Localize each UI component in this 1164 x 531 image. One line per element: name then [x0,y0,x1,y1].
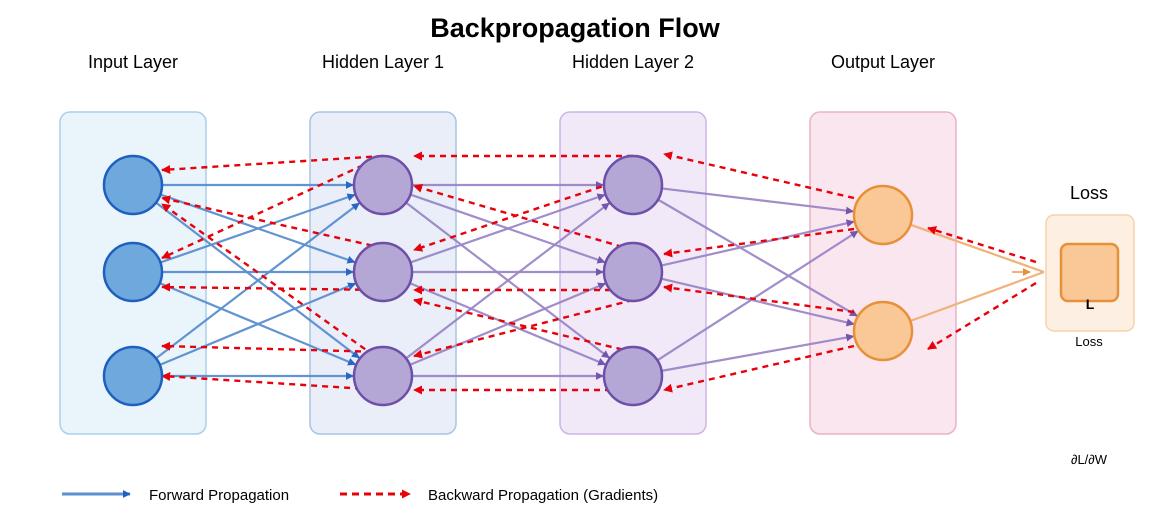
layer-label-output: Output Layer [831,52,935,72]
forward-edge-hidden2-2-to-output-0 [656,230,859,362]
forward-edge-hidden2-0-to-output-0 [661,187,855,215]
forward-edge-input-1-to-hidden1-0 [160,193,356,264]
neuron-input-3 [102,345,164,407]
backward-edge-6 [161,341,384,354]
loss-caption: Loss [1075,334,1103,349]
loss-block: Loss L Loss [1045,183,1135,349]
backward-edge-4 [161,203,384,363]
backward-edge-12 [413,297,634,354]
backward-edge-1 [161,154,384,260]
loss-title: Loss [1070,183,1108,203]
loss-symbol: L [1086,296,1095,312]
backward-edge-11 [413,183,634,252]
forward-edge-input-2-to-hidden1-1 [159,282,357,366]
neuron-output-1 [852,184,914,246]
layer-label-hidden1: Hidden Layer 1 [322,52,444,72]
layer-label-hidden2: Hidden Layer 2 [572,52,694,72]
neuron-hidden2-3 [602,345,664,407]
forward-edge-hidden1-1-to-hidden2-0 [410,193,606,264]
neuron-hidden2-1 [602,154,664,216]
panel-output [809,111,957,435]
gradient-label: ∂L/∂W [1071,452,1108,467]
forward-edge-hidden2-1-to-output-0 [661,219,855,267]
neuron-input-1 [102,154,164,216]
loss-node [1059,242,1120,303]
backward-edge-5 [161,372,384,392]
backward-edge-16 [663,283,855,314]
neuron-hidden2-2 [602,241,664,303]
backward-edge-13 [413,298,634,359]
forward-edge-hidden2-2-to-output-1 [661,333,855,372]
neuron-hidden1-2 [352,241,414,303]
forward-edge-hidden1-2-to-hidden2-1 [409,282,607,366]
forward-edge-input-2-to-hidden1-0 [155,202,360,360]
forward-edge-hidden2-0-to-output-1 [657,198,858,317]
backward-edge-2 [161,195,384,250]
forward-edge-hidden1-2-to-hidden2-0 [405,202,610,360]
backward-edge-18 [927,226,1037,264]
legend-forward-label: Forward Propagation [149,487,289,504]
neuron-hidden1-1 [352,154,414,216]
legend: Forward Propagation Backward Propagation… [62,487,658,504]
neuron-output-2 [852,300,914,362]
backward-edge-0 [161,154,384,174]
legend-backward-label: Backward Propagation (Gradients) [428,487,658,504]
neuron-input-2 [102,241,164,303]
forward-edge-output-1-to-loss [909,270,1045,323]
backward-edge-3 [161,282,384,292]
backward-edge-10 [413,174,634,252]
neuron-hidden1-3 [352,345,414,407]
diagram-title: Backpropagation Flow [430,13,721,43]
backward-edge-15 [663,227,855,258]
layer-label-input: Input Layer [88,52,178,72]
forward-edge-hidden2-1-to-output-1 [660,277,855,327]
